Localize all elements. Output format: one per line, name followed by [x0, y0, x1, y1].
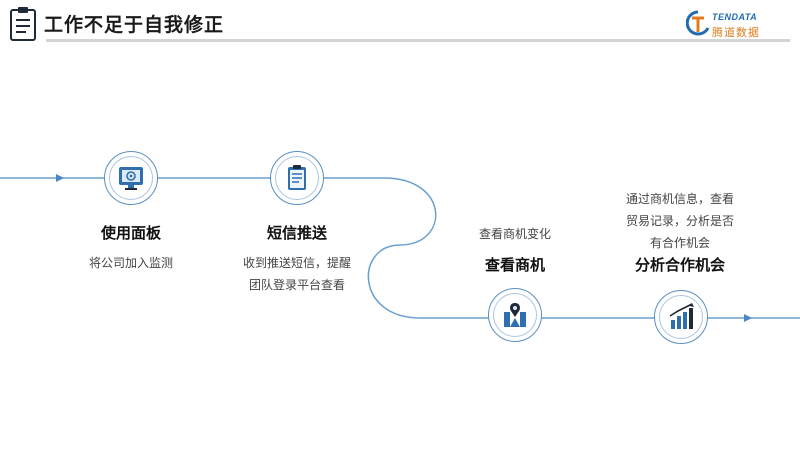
- company-logo: TENDATA 腾道数据: [686, 10, 786, 40]
- step-desc-line: 将公司加入监测: [88, 256, 173, 270]
- step-title-3: 查看商机: [484, 256, 545, 274]
- clipboard-list-icon: [288, 165, 306, 190]
- monitor-gear-icon: [119, 167, 143, 190]
- step-title-1: 使用面板: [100, 224, 161, 242]
- step-desc-line: 通过商机信息，查看: [625, 192, 734, 206]
- step-desc-line: 收到推送短信，提醒: [242, 256, 351, 270]
- logo-mark-icon: [686, 10, 710, 36]
- step-node-3: [488, 288, 542, 342]
- step-node-1: [104, 151, 158, 205]
- step-desc-1: 将公司加入监测: [66, 252, 196, 274]
- step-title-4: 分析合作机会: [634, 256, 725, 274]
- step-desc-4: 通过商机信息，查看 贸易记录，分析是否 有合作机会: [615, 188, 745, 254]
- header-divider: [46, 39, 790, 42]
- step-desc-line: 查看商机变化: [478, 227, 551, 241]
- step-node-2: [270, 151, 324, 205]
- growth-chart-icon: [669, 303, 694, 329]
- step-desc-line: 贸易记录，分析是否: [625, 214, 734, 228]
- map-pin-building-icon: [504, 303, 526, 327]
- flow-arrow-start: [56, 174, 64, 182]
- step-desc-3: 查看商机变化: [450, 223, 580, 245]
- header: 工作不足于自我修正 TENDATA 腾道数据: [0, 0, 800, 46]
- step-title-2: 短信推送: [266, 224, 327, 242]
- logo-text-cn: 腾道数据: [712, 26, 760, 39]
- step-desc-line: 团队登录平台查看: [248, 278, 345, 292]
- step-desc-2: 收到推送短信，提醒 团队登录平台查看: [232, 252, 362, 296]
- step-node-4: [654, 290, 708, 344]
- step-desc-line: 有合作机会: [649, 236, 710, 250]
- logo-text-en: TENDATA: [712, 12, 758, 22]
- clipboard-icon: [10, 7, 36, 41]
- flow-arrow-end: [744, 314, 752, 322]
- page-title: 工作不足于自我修正: [44, 14, 225, 36]
